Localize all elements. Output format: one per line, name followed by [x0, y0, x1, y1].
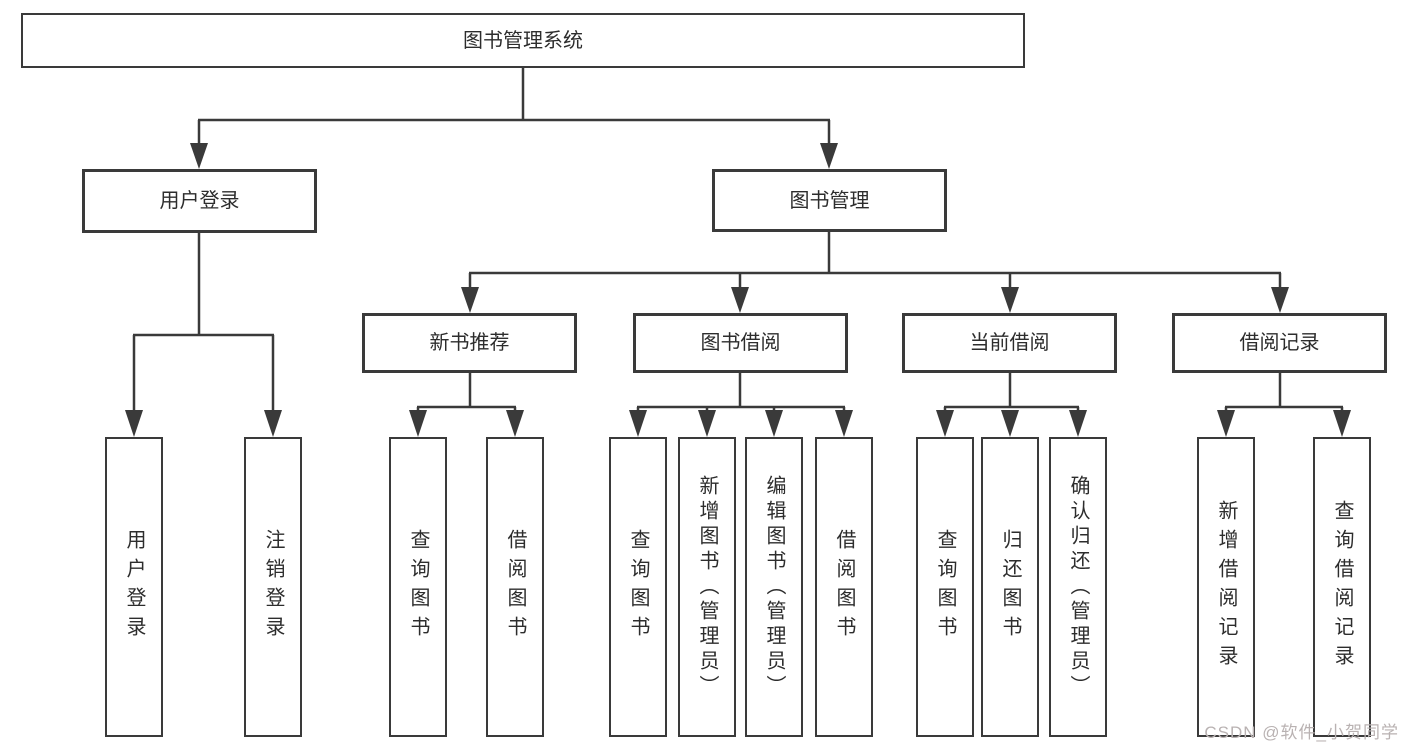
- node-borrow-record: 借阅记录: [1172, 313, 1387, 373]
- arrowheads: [125, 143, 1351, 437]
- leaf-add-book-admin: 新增图书（管理员）: [678, 437, 736, 737]
- node-user-login-branch-label: 用户登录: [159, 190, 240, 212]
- node-root-label: 图书管理系统: [463, 29, 583, 52]
- leaf-edit-book-admin: 编辑图书（管理员）: [745, 437, 803, 737]
- leaf-borrow-book-1-label: 借阅图书: [504, 529, 526, 645]
- leaf-return-book-label: 归还图书: [999, 529, 1021, 645]
- csdn-watermark: CSDN @软件_小贺同学: [1204, 723, 1399, 742]
- leaf-confirm-return-admin-label: 确认归还（管理员）: [1067, 474, 1089, 700]
- leaf-query-borrow-record: 查询借阅记录: [1313, 437, 1371, 737]
- leaf-add-borrow-record: 新增借阅记录: [1197, 437, 1255, 737]
- leaf-query-book-1-label: 查询图书: [407, 529, 429, 645]
- leaf-confirm-return-admin: 确认归还（管理员）: [1049, 437, 1107, 737]
- node-new-book-recommend-label: 新书推荐: [429, 332, 510, 354]
- leaf-user-login: 用户登录: [105, 437, 163, 737]
- node-user-login-branch: 用户登录: [82, 169, 317, 233]
- leaf-query-book-2: 查询图书: [609, 437, 667, 737]
- node-book-borrow-label: 图书借阅: [700, 332, 781, 354]
- node-book-mgmt-branch-label: 图书管理: [789, 189, 870, 212]
- leaf-query-book-2-label: 查询图书: [627, 529, 649, 645]
- leaf-borrow-book-1: 借阅图书: [486, 437, 544, 737]
- node-current-borrow: 当前借阅: [902, 313, 1117, 373]
- node-book-mgmt-branch: 图书管理: [712, 169, 947, 232]
- node-book-borrow: 图书借阅: [633, 313, 848, 373]
- leaf-borrow-book-2-label: 借阅图书: [833, 529, 855, 645]
- leaf-user-login-label: 用户登录: [123, 529, 145, 645]
- leaf-logout-label: 注销登录: [262, 529, 284, 645]
- leaf-add-borrow-record-label: 新增借阅记录: [1215, 500, 1237, 674]
- leaf-add-book-admin-label: 新增图书（管理员）: [696, 474, 718, 700]
- leaf-query-book-1: 查询图书: [389, 437, 447, 737]
- leaf-borrow-book-2: 借阅图书: [815, 437, 873, 737]
- leaf-return-book: 归还图书: [981, 437, 1039, 737]
- leaf-query-borrow-record-label: 查询借阅记录: [1331, 500, 1353, 674]
- leaf-logout: 注销登录: [244, 437, 302, 737]
- node-current-borrow-label: 当前借阅: [969, 332, 1050, 354]
- leaf-edit-book-admin-label: 编辑图书（管理员）: [763, 474, 785, 700]
- node-root: 图书管理系统: [21, 13, 1025, 68]
- leaf-query-book-3: 查询图书: [916, 437, 974, 737]
- node-new-book-recommend: 新书推荐: [362, 313, 577, 373]
- node-borrow-record-label: 借阅记录: [1239, 332, 1320, 354]
- leaf-query-book-3-label: 查询图书: [934, 529, 956, 645]
